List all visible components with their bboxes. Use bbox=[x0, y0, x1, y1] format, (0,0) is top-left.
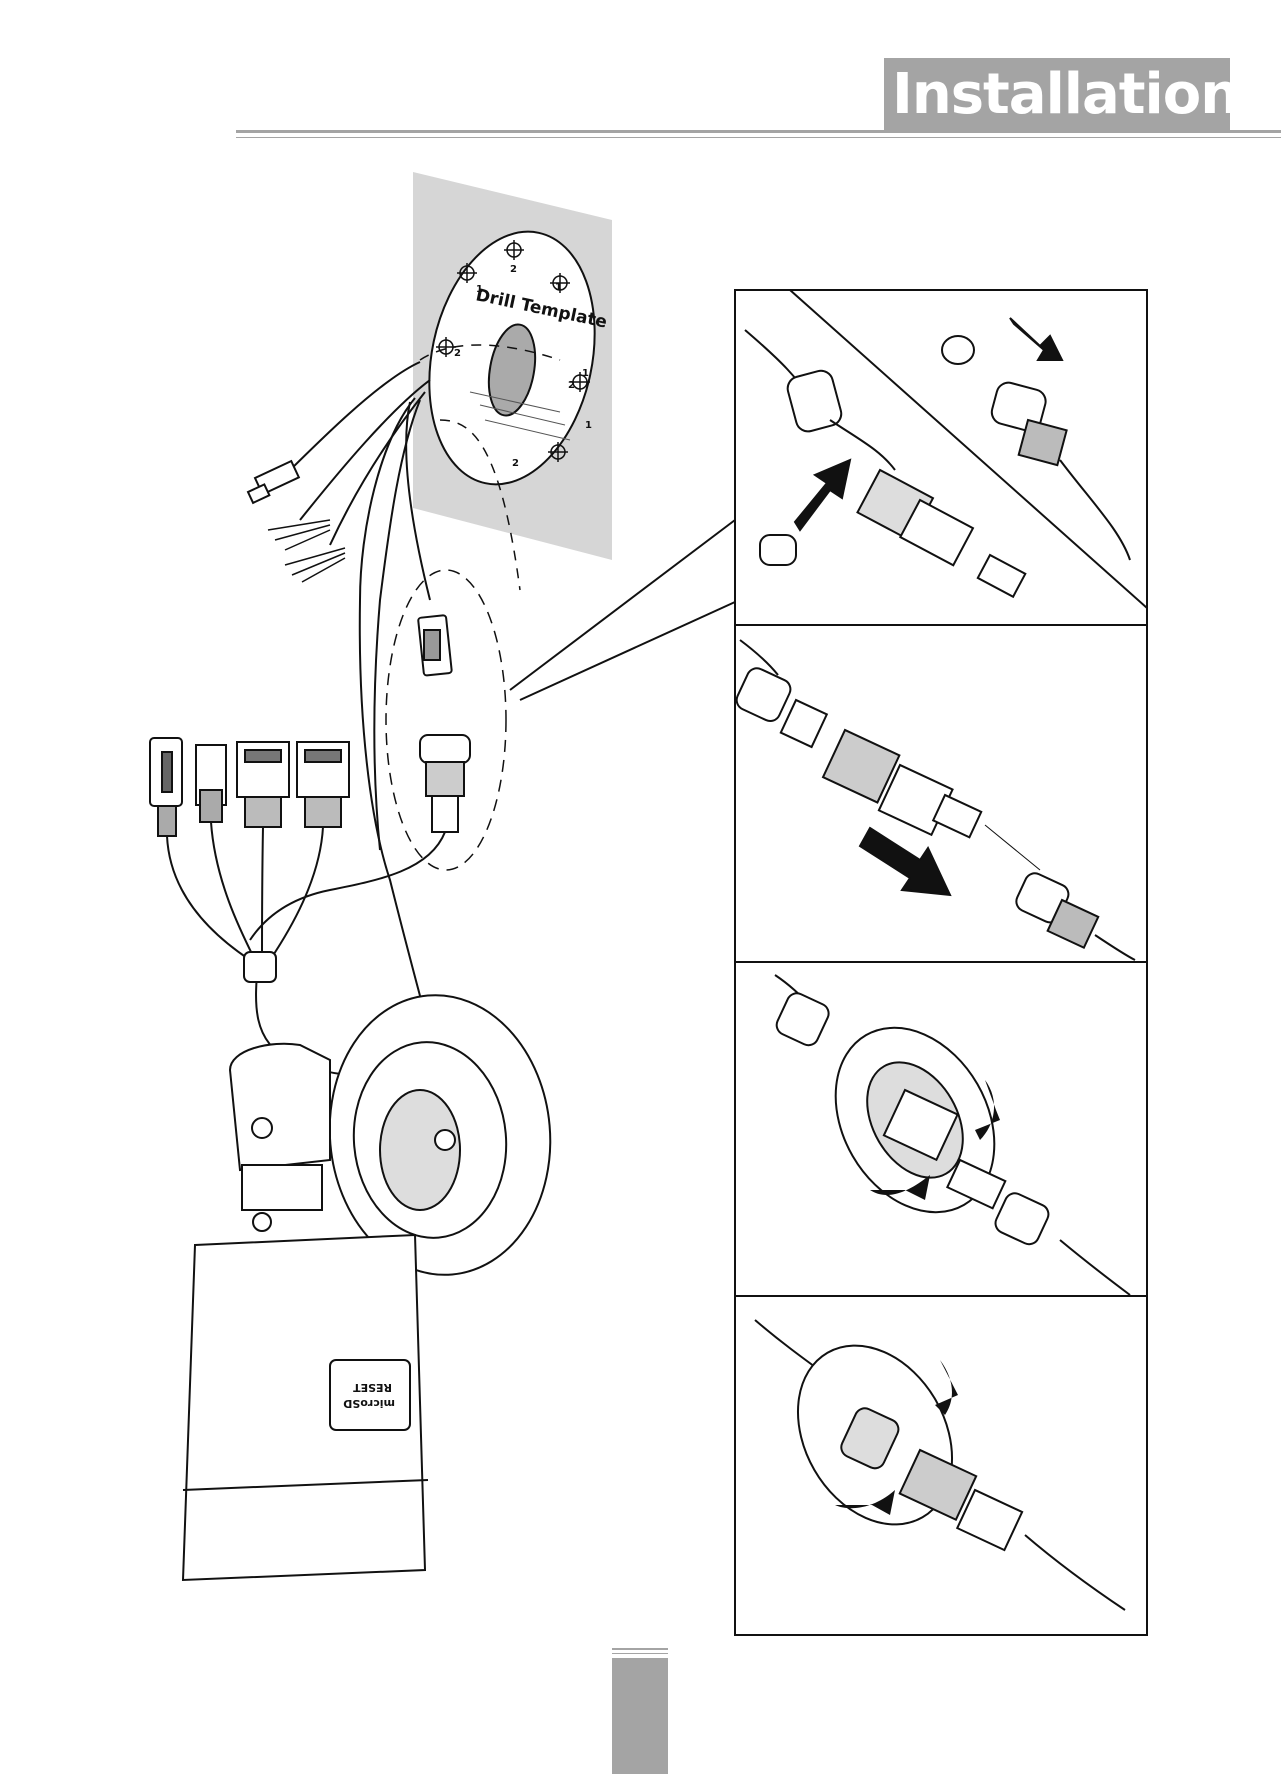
dc-plug bbox=[248, 461, 299, 503]
hole-label-6: 1 bbox=[555, 282, 562, 293]
hole-label-4: 2 bbox=[568, 380, 575, 391]
hole-label-5: 2 bbox=[512, 458, 519, 469]
camera-label-microsd: microSD bbox=[343, 1397, 395, 1410]
rj45-plug bbox=[418, 615, 452, 676]
camera-label-reset: RESET bbox=[353, 1381, 392, 1394]
cable-clamp bbox=[244, 952, 276, 982]
footer-rule bbox=[612, 1648, 668, 1650]
wall-with-template: Drill Template 1 2 2 2 2 1 1 1 bbox=[407, 172, 617, 590]
connector-row bbox=[150, 738, 349, 836]
loose-wires bbox=[268, 520, 345, 582]
hole-label-3: 2 bbox=[454, 348, 461, 359]
footer-rule-thin bbox=[612, 1653, 668, 1654]
hole-label-7: 1 bbox=[582, 368, 589, 379]
page-tab bbox=[612, 1658, 668, 1774]
hole-label-1: 1 bbox=[476, 284, 483, 295]
hole-label-8: 1 bbox=[585, 420, 592, 431]
hole-label-2: 2 bbox=[510, 264, 517, 275]
